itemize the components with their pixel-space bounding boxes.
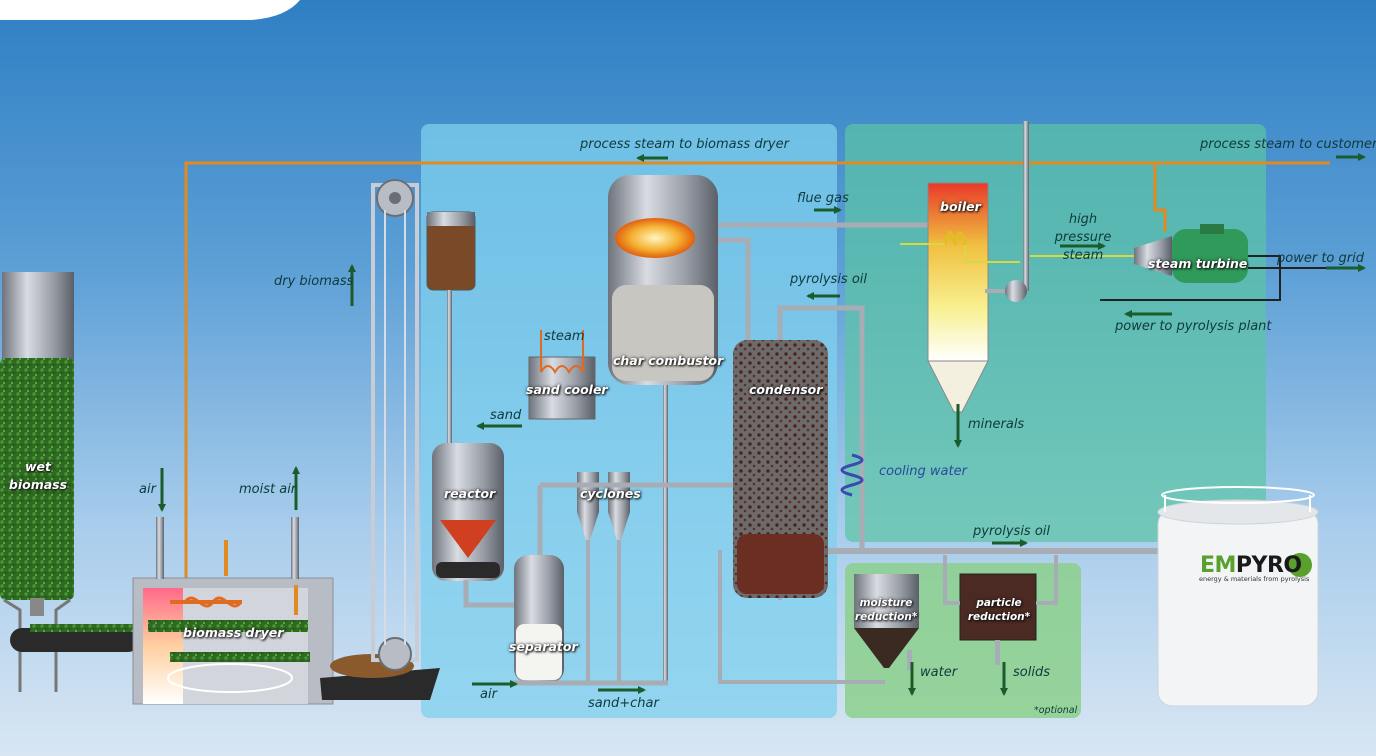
turbine-steam-branch — [1153, 163, 1167, 232]
process-steam-line — [184, 161, 1330, 580]
label-power-to-grid: power to grid — [1277, 251, 1364, 266]
label-biomass-dryer: biomass dryer — [183, 625, 284, 640]
belt-conveyor — [10, 624, 140, 652]
label-steam-turbine: steam turbine — [1148, 256, 1248, 271]
label-process-steam-dryer: process steam to biomass dryer — [580, 137, 789, 152]
condensor-vessel — [718, 305, 1160, 684]
label-sand: sand — [490, 408, 522, 423]
empyro-logo: EMPYRO — [1200, 553, 1302, 578]
label-sand-cooler: sand cooler — [526, 382, 608, 397]
label-solids: solids — [1013, 665, 1050, 680]
label-power-to-pyrolysis: power to pyrolysis plant — [1115, 319, 1272, 334]
flow-arrows — [158, 153, 1366, 696]
sand-cooler-unit — [528, 330, 596, 420]
label-reactor: reactor — [444, 486, 496, 501]
bucket-elevator — [371, 179, 419, 671]
label-cooling-water: cooling water — [879, 464, 967, 479]
label-char-combustor: char combustor — [613, 353, 724, 368]
reactor-vessel — [432, 443, 504, 581]
label-pyrolysis-oil-top: pyrolysis oil — [790, 272, 868, 287]
label-moist-air: moist air — [239, 482, 297, 497]
label-cyclones: cyclones — [580, 486, 641, 501]
label-minerals: minerals — [968, 417, 1025, 432]
char-combustor-vessel — [608, 175, 930, 685]
steam-turbine-unit — [1030, 224, 1340, 301]
label-particle-reduction: particle reduction* — [967, 597, 1031, 623]
label-pyrolysis-oil-bottom: pyrolysis oil — [973, 524, 1051, 539]
dry-biomass-bin — [426, 211, 476, 445]
moisture-reduction-unit — [854, 574, 919, 670]
label-steam: steam — [544, 329, 585, 344]
biomass-dryer — [132, 517, 334, 705]
logo-pyro: PYRO — [1235, 553, 1302, 578]
label-moisture-reduction: moisture reduction* — [855, 597, 918, 623]
label-optional: *optional — [1034, 705, 1078, 716]
label-separator: separator — [509, 639, 578, 654]
particle-reduction-unit — [943, 555, 1058, 665]
empyro-oil-drum — [1157, 486, 1319, 707]
header-tab — [0, 0, 300, 20]
logo-tagline: energy & materials from pyrolysis — [1199, 575, 1310, 583]
label-air-left: air — [139, 482, 156, 497]
label-wet-biomass: wet biomass — [8, 459, 68, 492]
label-sand-char: sand+char — [588, 696, 659, 711]
label-process-steam-customer: process steam to customer — [1200, 137, 1376, 152]
label-condensor: condensor — [749, 382, 823, 397]
wet-biomass-silo — [0, 272, 74, 692]
label-boiler: boiler — [940, 199, 981, 214]
label-dry-biomass: dry biomass — [274, 274, 354, 289]
label-flue-gas: flue gas — [797, 191, 849, 206]
label-high-pressure-steam: high pressure steam — [1054, 212, 1112, 263]
separator-vessel — [463, 555, 668, 686]
label-air-bottom: air — [480, 687, 497, 702]
boiler-unit — [900, 121, 1029, 413]
logo-em: EM — [1200, 553, 1236, 578]
label-water: water — [920, 665, 958, 680]
